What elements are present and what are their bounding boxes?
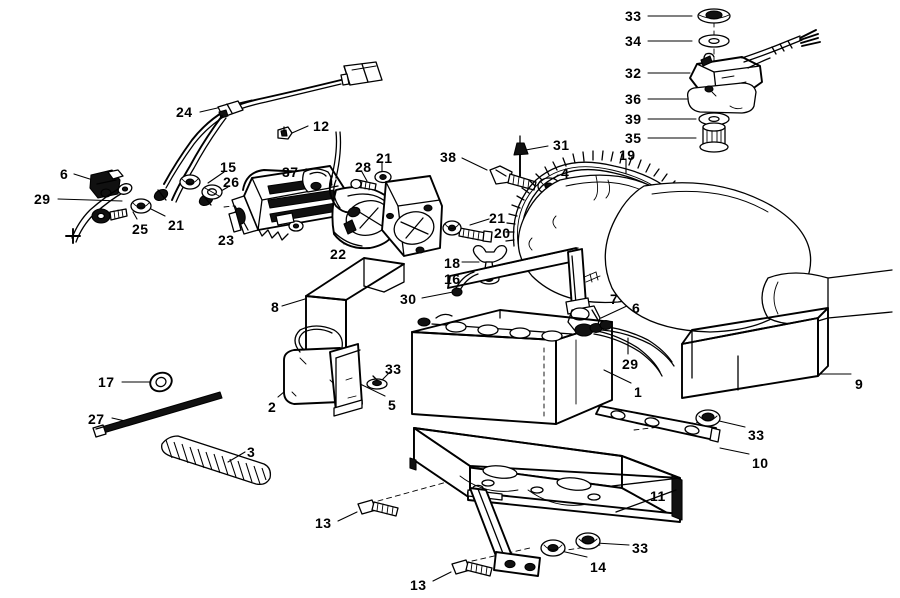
callout-15: 15 bbox=[220, 159, 237, 175]
callout-28: 28 bbox=[355, 159, 372, 175]
part-33-nut-battery bbox=[366, 375, 388, 390]
part-7-ground-bracket bbox=[447, 247, 591, 315]
callout-33-strap: 33 bbox=[748, 427, 765, 443]
part-1-battery bbox=[411, 309, 613, 425]
part-33-nut-strap bbox=[695, 409, 721, 427]
starter-motor-assembly bbox=[179, 131, 400, 250]
callout-30: 30 bbox=[400, 291, 417, 307]
callout-34: 34 bbox=[625, 33, 642, 49]
callout-6-left: 6 bbox=[60, 166, 69, 182]
callout-33-battery: 33 bbox=[385, 361, 402, 377]
callout-6-right: 6 bbox=[632, 300, 641, 316]
callout-4: 4 bbox=[561, 165, 570, 181]
callout-33-top: 33 bbox=[625, 8, 642, 24]
callout-10: 10 bbox=[752, 455, 769, 471]
part-9-battery-cover bbox=[681, 307, 829, 399]
callout-19: 19 bbox=[619, 147, 636, 163]
callout-26: 26 bbox=[223, 174, 240, 190]
callout-29-left: 29 bbox=[34, 191, 51, 207]
cable-terminal-left bbox=[153, 188, 169, 202]
callout-23: 23 bbox=[218, 232, 235, 248]
callout-13-upper: 13 bbox=[315, 515, 332, 531]
callout-29-right: 29 bbox=[622, 356, 639, 372]
part-6-solenoid-left bbox=[89, 169, 124, 199]
cable-connector-block bbox=[340, 61, 383, 86]
callout-21-mid: 21 bbox=[489, 210, 506, 226]
part-29-battery-cable-right bbox=[589, 319, 675, 377]
part-3-coil-spring bbox=[161, 435, 272, 486]
part-35-bolt bbox=[699, 122, 729, 153]
part-13-bolt-lower bbox=[451, 559, 493, 577]
part-24-battery-cables bbox=[153, 61, 383, 207]
callout-16: 16 bbox=[444, 271, 461, 287]
part-28-bolt bbox=[350, 178, 377, 191]
callout-8: 8 bbox=[271, 299, 280, 315]
part-21-washer-mid bbox=[442, 220, 462, 236]
part-33-locknut-top bbox=[697, 8, 731, 24]
callout-31: 31 bbox=[553, 137, 570, 153]
callout-38: 38 bbox=[440, 149, 457, 165]
callout-14: 14 bbox=[590, 559, 607, 575]
part-31-stud bbox=[513, 135, 529, 179]
part-14-washer bbox=[540, 539, 566, 557]
part-21-washer-upper bbox=[374, 170, 392, 184]
callout-22: 22 bbox=[330, 246, 347, 262]
callout-33-bottom: 33 bbox=[632, 540, 649, 556]
callout-18: 18 bbox=[444, 255, 461, 271]
part-36-baseplate bbox=[686, 82, 757, 114]
starter-mount-flange bbox=[381, 175, 443, 257]
part-20-bolt bbox=[458, 227, 493, 243]
callout-3: 3 bbox=[247, 444, 256, 460]
callout-9: 9 bbox=[855, 376, 864, 392]
part-17-grommet bbox=[149, 371, 173, 393]
callout-7: 7 bbox=[610, 291, 619, 307]
callout-37: 37 bbox=[282, 164, 299, 180]
callout-5: 5 bbox=[388, 397, 397, 413]
starter-gear-detail bbox=[257, 212, 304, 241]
callout-21-left: 21 bbox=[168, 217, 185, 233]
part-30-cable bbox=[451, 271, 479, 297]
callout-12: 12 bbox=[313, 118, 330, 134]
part-11-battery-tray bbox=[409, 427, 683, 523]
part-33-nut-bottom bbox=[575, 532, 601, 550]
callout-35: 35 bbox=[625, 130, 642, 146]
part-10-hold-down-strap bbox=[595, 405, 721, 443]
callout-2: 2 bbox=[268, 399, 277, 415]
battery-tray-support-leg bbox=[469, 487, 541, 577]
part-15-washer bbox=[179, 174, 201, 190]
callout-39: 39 bbox=[625, 111, 642, 127]
part-12-cable-clip bbox=[277, 126, 293, 140]
part-27-cable-tie bbox=[92, 391, 223, 438]
starter-solenoid bbox=[302, 168, 333, 193]
callout-27: 27 bbox=[88, 411, 105, 427]
cable-clamp bbox=[217, 100, 244, 119]
part-26-washer bbox=[201, 184, 223, 200]
part-5-bracket bbox=[329, 343, 363, 417]
callout-21-upper: 21 bbox=[376, 150, 393, 166]
part-25-terminal-bolt bbox=[91, 208, 128, 224]
part-13-bolt-upper bbox=[357, 499, 399, 517]
callout-24: 24 bbox=[176, 104, 193, 120]
callout-13-lower: 13 bbox=[410, 577, 427, 593]
part-34-washer bbox=[698, 34, 730, 48]
callout-20: 20 bbox=[494, 225, 511, 241]
callout-32: 32 bbox=[625, 65, 642, 81]
callout-25: 25 bbox=[132, 221, 149, 237]
part-29-ground-cable-left bbox=[65, 183, 133, 244]
voltage-regulator-stack bbox=[686, 8, 821, 153]
part-19-flywheel-ring-gear bbox=[505, 150, 893, 333]
callout-36: 36 bbox=[625, 91, 642, 107]
callout-1: 1 bbox=[634, 384, 643, 400]
callout-11: 11 bbox=[650, 488, 666, 504]
part-38-bolt bbox=[489, 165, 537, 191]
part-21-washer-left bbox=[130, 198, 152, 214]
callout-17: 17 bbox=[98, 374, 115, 390]
